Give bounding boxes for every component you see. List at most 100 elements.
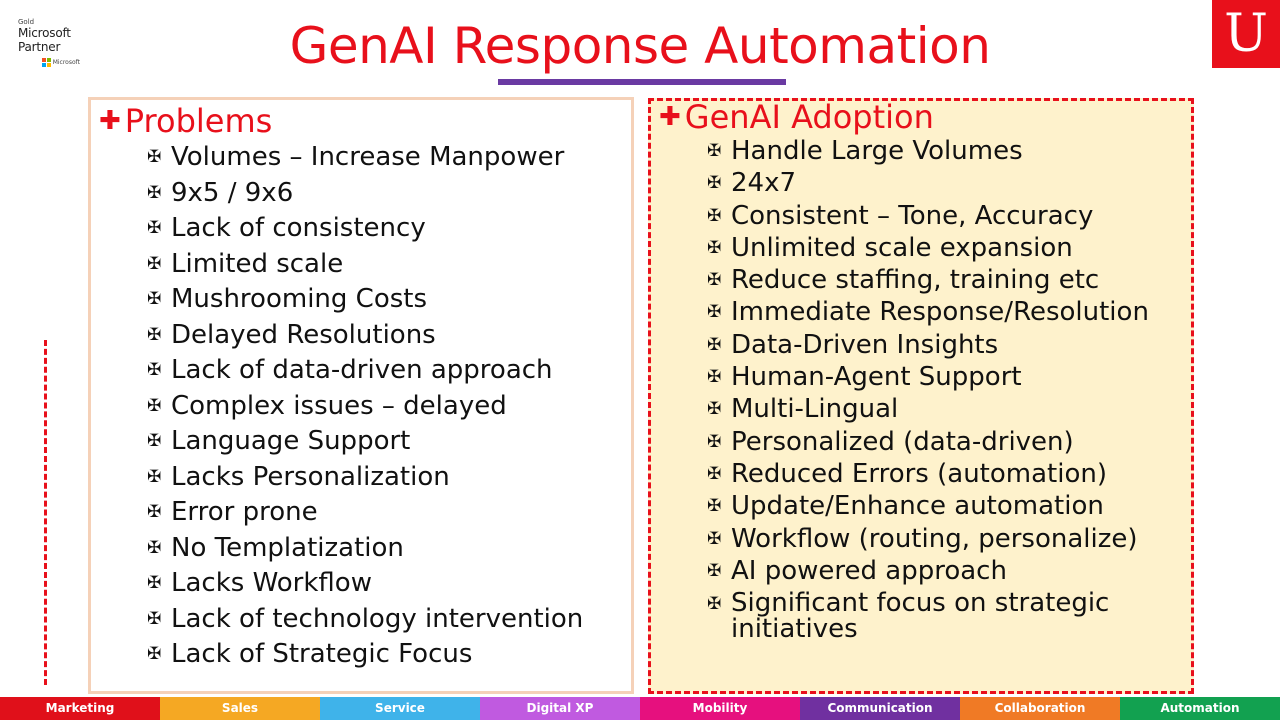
list-item: ✠ Reduced Errors (automation) bbox=[707, 458, 1151, 490]
partner-label: Partner bbox=[18, 40, 61, 54]
cross-bullet-icon: ✠ bbox=[707, 399, 722, 420]
list-item-text: 24x7 bbox=[731, 168, 797, 199]
cross-bullet-icon: ✠ bbox=[147, 608, 162, 629]
cross-bullet-icon: ✠ bbox=[147, 395, 162, 416]
list-item: ✠ Significant focus on strategic initiati… bbox=[707, 590, 1151, 642]
list-item: ✠ No Templatization bbox=[147, 531, 583, 567]
partner-tier: Gold bbox=[18, 18, 35, 26]
list-item: ✠Workflow (routing, personalize) bbox=[707, 523, 1151, 555]
footer-tab-collaboration: Collaboration bbox=[960, 697, 1120, 720]
list-item-text: Delayed Resolutions bbox=[171, 319, 436, 350]
adoption-panel: ✚ GenAI Adoption ✠ Handle Large Volumes ✠ 2… bbox=[648, 98, 1194, 694]
cross-bullet-icon: ✠ bbox=[707, 463, 722, 484]
list-item: ✠Update/Enhance automation bbox=[707, 490, 1151, 522]
partner-brand: Microsoft bbox=[18, 26, 71, 40]
list-item-text: Workflow (routing, personalize) bbox=[731, 523, 1138, 554]
page-title: GenAI Response Automation bbox=[289, 17, 991, 75]
list-item-text: Unlimited scale expansion bbox=[731, 232, 1073, 263]
list-item: ✠ 24x7 bbox=[707, 167, 1151, 199]
cross-bullet-icon: ✠ bbox=[707, 367, 722, 388]
adoption-heading: ✚ GenAI Adoption bbox=[659, 98, 934, 136]
list-item-text: Data-Driven Insights bbox=[731, 329, 999, 360]
list-item-text: Language Support bbox=[171, 426, 411, 456]
u-brand-logo: U bbox=[1212, 0, 1280, 68]
cross-bullet-icon: ✠ bbox=[147, 573, 162, 593]
cross-bullet-icon: ✠ bbox=[707, 205, 722, 226]
list-item-text: Limited scale bbox=[171, 248, 344, 279]
list-item: ✠ Limited scale bbox=[147, 247, 583, 283]
problems-panel: ✚ Problems ✠Volumes – Increase Manpower✠… bbox=[88, 97, 634, 694]
cross-bullet-icon: ✠ bbox=[707, 560, 722, 581]
list-item-text: Reduce staffing, training etc bbox=[731, 265, 1100, 296]
list-item-text: Significant focus on strategic initiativ… bbox=[731, 588, 1110, 645]
list-item: ✠ Lack of data-driven approach bbox=[147, 353, 583, 389]
microsoft-partner-logo: Gold Microsoft Partner Microsoft bbox=[18, 18, 88, 67]
problems-list: ✠ Volumes – Increase Manpower ✠ 9x5 / 9x6 ✠ L… bbox=[147, 140, 583, 673]
list-item: ✠ Lacks Personalization bbox=[147, 460, 583, 496]
cross-bullet-icon: ✠ bbox=[707, 173, 722, 194]
list-item-text: Lack of data-driven approach bbox=[171, 355, 553, 385]
cross-bullet-icon: ✠ bbox=[147, 289, 162, 309]
mini-logo-text: Microsoft bbox=[52, 59, 80, 66]
cross-bullet-icon: ✠ bbox=[147, 253, 162, 274]
cross-bullet-icon: ✠ bbox=[707, 302, 722, 323]
list-item: ✠ AI powered approach bbox=[707, 555, 1151, 587]
list-item: ✠ Lacks Workflow bbox=[147, 566, 583, 602]
list-item-text: Complex issues – delayed bbox=[171, 390, 507, 421]
cross-bullet-icon: ✠ bbox=[707, 431, 722, 452]
list-item: ✠Delayed Resolutions bbox=[147, 318, 583, 354]
cross-bullet-icon: ✠ bbox=[147, 147, 162, 167]
list-item: ✠ Volumes – Increase Manpower bbox=[147, 140, 583, 176]
list-item-text: Reduced Errors (automation) bbox=[731, 458, 1107, 489]
cross-bullet-icon: ✠ bbox=[147, 218, 162, 238]
list-item: ✠Data-Driven Insights bbox=[707, 329, 1151, 361]
list-item-text: Mushrooming Costs bbox=[171, 284, 428, 314]
footer-tab-service: Service bbox=[320, 697, 480, 720]
list-item: ✠ 9x5 / 9x6 bbox=[147, 176, 583, 212]
list-item-text: Update/Enhance automation bbox=[731, 491, 1104, 522]
cross-bullet-icon: ✠ bbox=[707, 594, 722, 615]
cross-bullet-icon: ✠ bbox=[707, 237, 722, 258]
list-item-text: Human-Agent Support bbox=[731, 362, 1022, 393]
list-item: ✠ Language Support bbox=[147, 424, 583, 460]
list-item-text: Personalized (data-driven) bbox=[731, 426, 1074, 457]
title-underline bbox=[498, 79, 786, 85]
list-item-text: No Templatization bbox=[171, 532, 404, 563]
footer-tab-communication: Communication bbox=[800, 697, 960, 720]
list-item-text: Lacks Workflow bbox=[171, 568, 372, 598]
list-item-text: Handle Large Volumes bbox=[731, 136, 1023, 166]
footer-tab-digital-xp: Digital XP bbox=[480, 697, 640, 720]
cross-bullet-icon: ✠ bbox=[147, 644, 162, 664]
cross-bullet-icon: ✠ bbox=[147, 431, 162, 451]
list-item-text: Error prone bbox=[171, 497, 318, 527]
cross-bullet-icon: ✠ bbox=[147, 537, 162, 558]
list-item: ✠ Handle Large Volumes bbox=[707, 135, 1151, 167]
footer-tab-mobility: Mobility bbox=[640, 697, 800, 720]
footer-tab-marketing: Marketing bbox=[0, 697, 160, 720]
footer-tab-sales: Sales bbox=[160, 697, 320, 720]
list-item: ✠Multi-Lingual bbox=[707, 393, 1151, 425]
list-item-text: Lacks Personalization bbox=[171, 461, 450, 492]
list-item: ✠Immediate Response/Resolution bbox=[707, 296, 1151, 328]
list-item: ✠ Personalized (data-driven) bbox=[707, 426, 1151, 458]
windows-squares-icon bbox=[41, 58, 51, 67]
list-item: ✠ Error prone bbox=[147, 495, 583, 531]
cross-bullet-icon: ✠ bbox=[147, 502, 162, 522]
plus-icon: ✚ bbox=[99, 106, 121, 136]
cross-bullet-icon: ✠ bbox=[147, 466, 162, 487]
list-item: ✠ Human-Agent Support bbox=[707, 361, 1151, 393]
list-item: ✠ Unlimited scale expansion bbox=[707, 232, 1151, 264]
list-item: ✠ Lack of technology intervention bbox=[147, 602, 583, 638]
decorative-dashed-line bbox=[44, 340, 47, 685]
list-item-text: AI powered approach bbox=[731, 555, 1007, 586]
cross-bullet-icon: ✠ bbox=[147, 182, 162, 203]
list-item-text: Consistent – Tone, Accuracy bbox=[731, 200, 1094, 231]
list-item-text: Volumes – Increase Manpower bbox=[171, 142, 565, 172]
cross-bullet-icon: ✠ bbox=[147, 360, 162, 380]
list-item-text: Lack of technology intervention bbox=[171, 603, 584, 634]
adoption-list: ✠ Handle Large Volumes ✠ 24x7 ✠ Consistent – … bbox=[707, 135, 1151, 642]
microsoft-mini-logo: Microsoft bbox=[18, 58, 80, 67]
list-item-text: 9x5 / 9x6 bbox=[171, 177, 294, 208]
cross-bullet-icon: ✠ bbox=[707, 141, 722, 161]
